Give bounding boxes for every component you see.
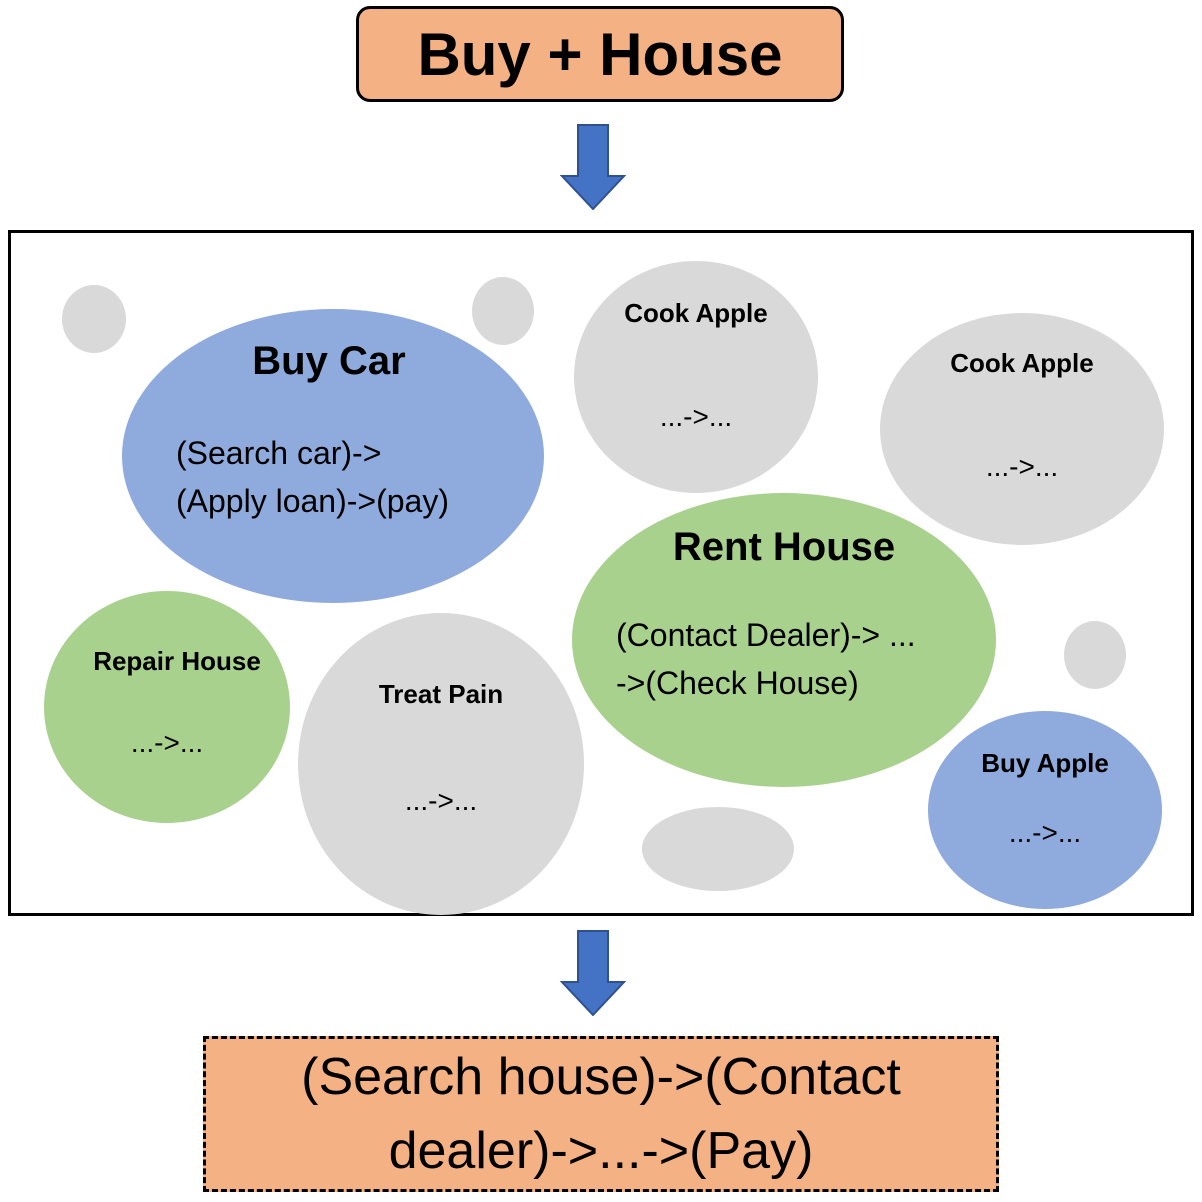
bubble-title: Buy Car (252, 339, 406, 383)
bubble-sequence-line: ->(Check House) (616, 665, 859, 701)
bubble-cook-apple: Cook Apple ...->... (574, 261, 818, 493)
bubble-sequence-line: (Contact Dealer)-> ... (616, 617, 916, 653)
bubble-title: Treat Pain (378, 679, 504, 709)
bubble-title: Buy Apple (981, 748, 1109, 778)
result-sequence-box: (Search house)->(Contact dealer)->...->(… (203, 1036, 999, 1192)
bubble-title: Repair House (93, 646, 261, 676)
bubble-sequence-line: (Search car)-> (176, 435, 382, 471)
query-box: Buy + House (356, 6, 844, 102)
task-bubble-frame: Buy Car (Search car)-> (Apply loan)->(pa… (8, 230, 1194, 916)
bubble-cook-apple: Cook Apple ...->... (880, 313, 1164, 545)
bubble-sequence: ...->... (1008, 817, 1082, 848)
bubble-sequence: ...->... (985, 451, 1059, 482)
bubble-treat-pain: Treat Pain ...->... (298, 613, 584, 915)
empty-bubble (1064, 621, 1126, 689)
bubble-sequence: ...->... (659, 401, 733, 432)
bubble-sequence: ...->... (404, 785, 478, 816)
bubble-title: Cook Apple (950, 348, 1094, 378)
bubble-title: Cook Apple (624, 298, 768, 328)
bubble-buy-car: Buy Car (Search car)-> (Apply loan)->(pa… (122, 309, 544, 603)
query-label: Buy + House (417, 20, 783, 88)
bubble-title: Rent House (672, 525, 896, 569)
down-arrow-icon (560, 930, 626, 1016)
empty-bubble (642, 807, 794, 891)
empty-bubble (472, 277, 534, 345)
bubble-repair-house: Repair House ...->... (44, 591, 290, 823)
empty-bubble (62, 285, 126, 353)
down-arrow-icon (560, 124, 626, 210)
bubble-rent-house: Rent House (Contact Dealer)-> ... ->(Che… (572, 493, 996, 787)
bubble-buy-apple: Buy Apple ...->... (928, 711, 1162, 909)
bubble-sequence-line: (Apply loan)->(pay) (176, 483, 449, 519)
bubble-sequence: ...->... (130, 727, 204, 758)
result-sequence-text: (Search house)->(Contact dealer)->...->(… (301, 1048, 901, 1180)
